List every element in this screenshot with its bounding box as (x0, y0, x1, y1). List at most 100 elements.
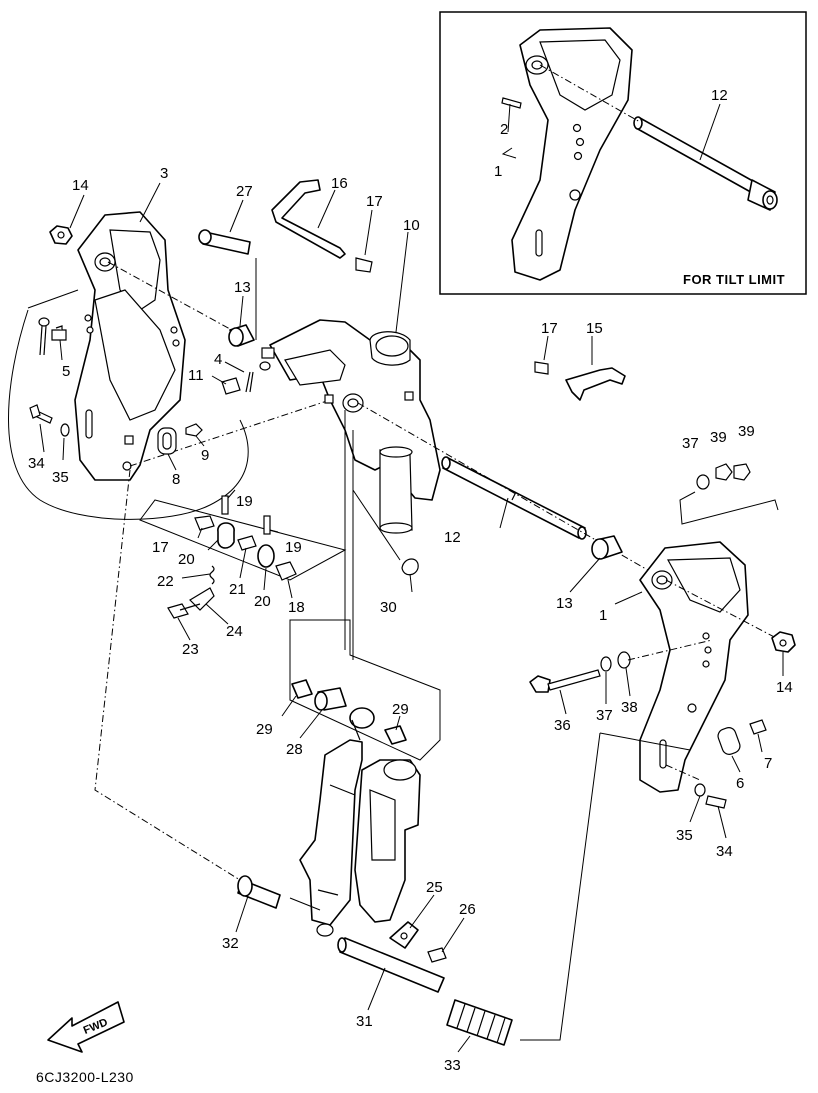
bolt-9 (185, 423, 203, 437)
callout-4: 4 (214, 351, 222, 368)
inset-tilt-shaft (633, 116, 778, 211)
callout-25: 25 (426, 879, 443, 896)
callout-16: 16 (331, 175, 348, 192)
callout-12: 12 (444, 529, 461, 546)
callout-37: 37 (682, 435, 699, 452)
holder-8 (157, 427, 177, 455)
callout-inset-1: 1 (494, 163, 502, 180)
callout-numbers: 1 2 12 14 3 27 16 17 10 13 5 4 11 17 15 … (28, 87, 793, 1074)
washer-35-left (60, 423, 70, 437)
callout-9: 9 (201, 447, 209, 464)
callout-37: 37 (596, 707, 613, 724)
callout-19: 19 (236, 493, 253, 510)
bushing-32 (237, 875, 281, 909)
washer-35-right (694, 783, 706, 797)
nut-39-a (715, 463, 733, 481)
callout-26: 26 (459, 901, 476, 918)
callout-36: 36 (554, 717, 571, 734)
spring-33 (446, 999, 513, 1046)
callout-18: 18 (288, 599, 305, 616)
nut-17-low (194, 515, 215, 531)
bushing-13-left (228, 324, 255, 347)
leader-lines (39, 182, 784, 1053)
callout-3: 3 (160, 165, 168, 182)
callout-27: 27 (236, 183, 253, 200)
callout-20: 20 (254, 593, 271, 610)
pin-21 (237, 535, 257, 551)
callout-1: 1 (599, 607, 607, 624)
left-clamp-bracket (74, 211, 186, 481)
callout-33: 33 (444, 1057, 461, 1074)
callout-6: 6 (736, 775, 744, 792)
callout-13: 13 (556, 595, 573, 612)
washer-37-upper (696, 474, 710, 490)
callout-14: 14 (72, 177, 89, 194)
callout-5: 5 (62, 363, 70, 380)
holder-20-a (217, 522, 235, 549)
bracket-25 (389, 921, 419, 949)
clip-4 (245, 361, 271, 393)
bolt-18 (275, 561, 297, 581)
bolt-26 (427, 947, 447, 963)
callout-17: 17 (152, 539, 169, 556)
inset-title: FOR TILT LIMIT (683, 272, 785, 287)
callout-10: 10 (403, 217, 420, 234)
callout-17: 17 (366, 193, 383, 210)
bolt-5 (51, 325, 67, 341)
inset-pin (501, 97, 522, 109)
lever-16 (271, 179, 346, 259)
callout-inset-12: 12 (711, 87, 728, 104)
pin-19-a (221, 495, 229, 515)
callout-15: 15 (586, 320, 603, 337)
bushing-29-a (291, 679, 313, 699)
bushing-29-b (384, 725, 407, 745)
nut-14-right (771, 631, 796, 653)
callout-7: 7 (764, 755, 772, 772)
callout-11: 11 (188, 367, 204, 384)
collar-28 (314, 687, 347, 711)
callout-29: 29 (256, 721, 273, 738)
callout-23: 23 (182, 641, 199, 658)
callout-28: 28 (286, 741, 303, 758)
callout-21: 21 (229, 581, 246, 598)
callout-29: 29 (392, 701, 409, 718)
bolt-34-right (705, 795, 727, 809)
callout-8: 8 (172, 471, 180, 488)
bolt-36 (529, 669, 601, 693)
pin-27 (198, 229, 251, 255)
power-tilt-unit (299, 707, 421, 937)
callout-31: 31 (356, 1013, 373, 1030)
callout-38: 38 (621, 699, 638, 716)
nut-17-top (355, 257, 373, 273)
pin-19-b (263, 515, 271, 535)
callout-32: 32 (222, 935, 239, 952)
callout-35: 35 (676, 827, 693, 844)
nut-14-left (49, 225, 73, 245)
bolt-34-left (29, 404, 53, 424)
bushing-13-right (591, 535, 623, 560)
tilt-shaft-12 (441, 456, 587, 540)
bolt-7 (749, 719, 767, 735)
callout-34: 34 (28, 455, 45, 472)
diagram-code: 6CJ3200-L230 (36, 1069, 134, 1085)
fwd-arrow-icon: FWD (47, 1001, 125, 1053)
callout-inset-2: 2 (500, 121, 508, 138)
callout-20: 20 (178, 551, 195, 568)
rod-31 (337, 937, 445, 993)
swivel-bracket (261, 319, 441, 534)
holder-6 (717, 727, 741, 755)
callout-22: 22 (157, 573, 174, 590)
clip-30 (401, 558, 419, 576)
rod-15 (565, 367, 626, 401)
bolt-11 (221, 377, 241, 395)
washer-37-right (600, 656, 612, 672)
spring-22 (209, 565, 215, 585)
bracket-24 (189, 587, 215, 611)
holder-20-b (257, 544, 275, 568)
clip-cable-left (38, 317, 50, 356)
nut-39-b (733, 463, 751, 481)
callout-34: 34 (716, 843, 733, 860)
callout-30: 30 (380, 599, 397, 616)
callout-19: 19 (285, 539, 302, 556)
